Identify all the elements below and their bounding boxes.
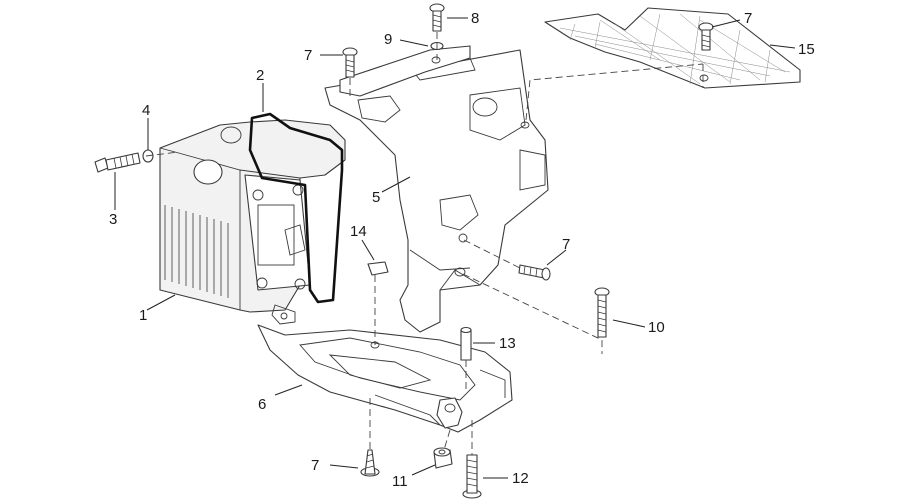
callout-1: 1 (139, 307, 147, 324)
callout-6: 6 (258, 396, 266, 413)
part-1-cylinder-head (159, 119, 346, 325)
part-15-plate (544, 7, 801, 89)
part-12-bolt (462, 454, 482, 499)
callout-5: 5 (372, 189, 380, 206)
callout-7-bottom: 7 (311, 457, 319, 474)
cooling-fins (164, 205, 229, 298)
callout-9: 9 (384, 31, 392, 48)
callout-7-plate: 7 (744, 10, 752, 27)
callout-13: 13 (499, 335, 516, 352)
part-8-screw (429, 3, 445, 32)
callout-2: 2 (256, 67, 264, 84)
callout-14: 14 (350, 223, 367, 240)
callout-8: 8 (471, 10, 479, 27)
part-13-spacer (460, 326, 472, 361)
part-6-base-tray (257, 324, 513, 433)
callout-7-top: 7 (304, 47, 312, 64)
part-5-shroud (324, 49, 549, 333)
assembly-lines (145, 32, 704, 455)
part-3-bolt (94, 152, 141, 173)
callout-3: 3 (109, 211, 117, 228)
part-10-bolt (594, 287, 610, 338)
callout-7-side: 7 (562, 236, 570, 253)
part-7-screw-plate (698, 22, 714, 51)
part-14-clip (367, 261, 389, 276)
callout-12: 12 (512, 470, 529, 487)
callout-labels: 1 2 3 4 5 6 7 7 7 7 8 9 10 11 12 13 14 1… (109, 10, 815, 490)
part-7-screw-side (518, 264, 551, 281)
part-2-gasket (248, 112, 344, 304)
callout-15: 15 (798, 41, 815, 58)
leader-lines (114, 17, 796, 479)
callout-11: 11 (392, 473, 408, 490)
callout-10: 10 (648, 319, 665, 336)
part-7-screw-bottom (360, 449, 380, 477)
part-11-nut (433, 447, 453, 469)
part-7-screw-top (342, 47, 358, 78)
callout-4: 4 (142, 102, 150, 119)
